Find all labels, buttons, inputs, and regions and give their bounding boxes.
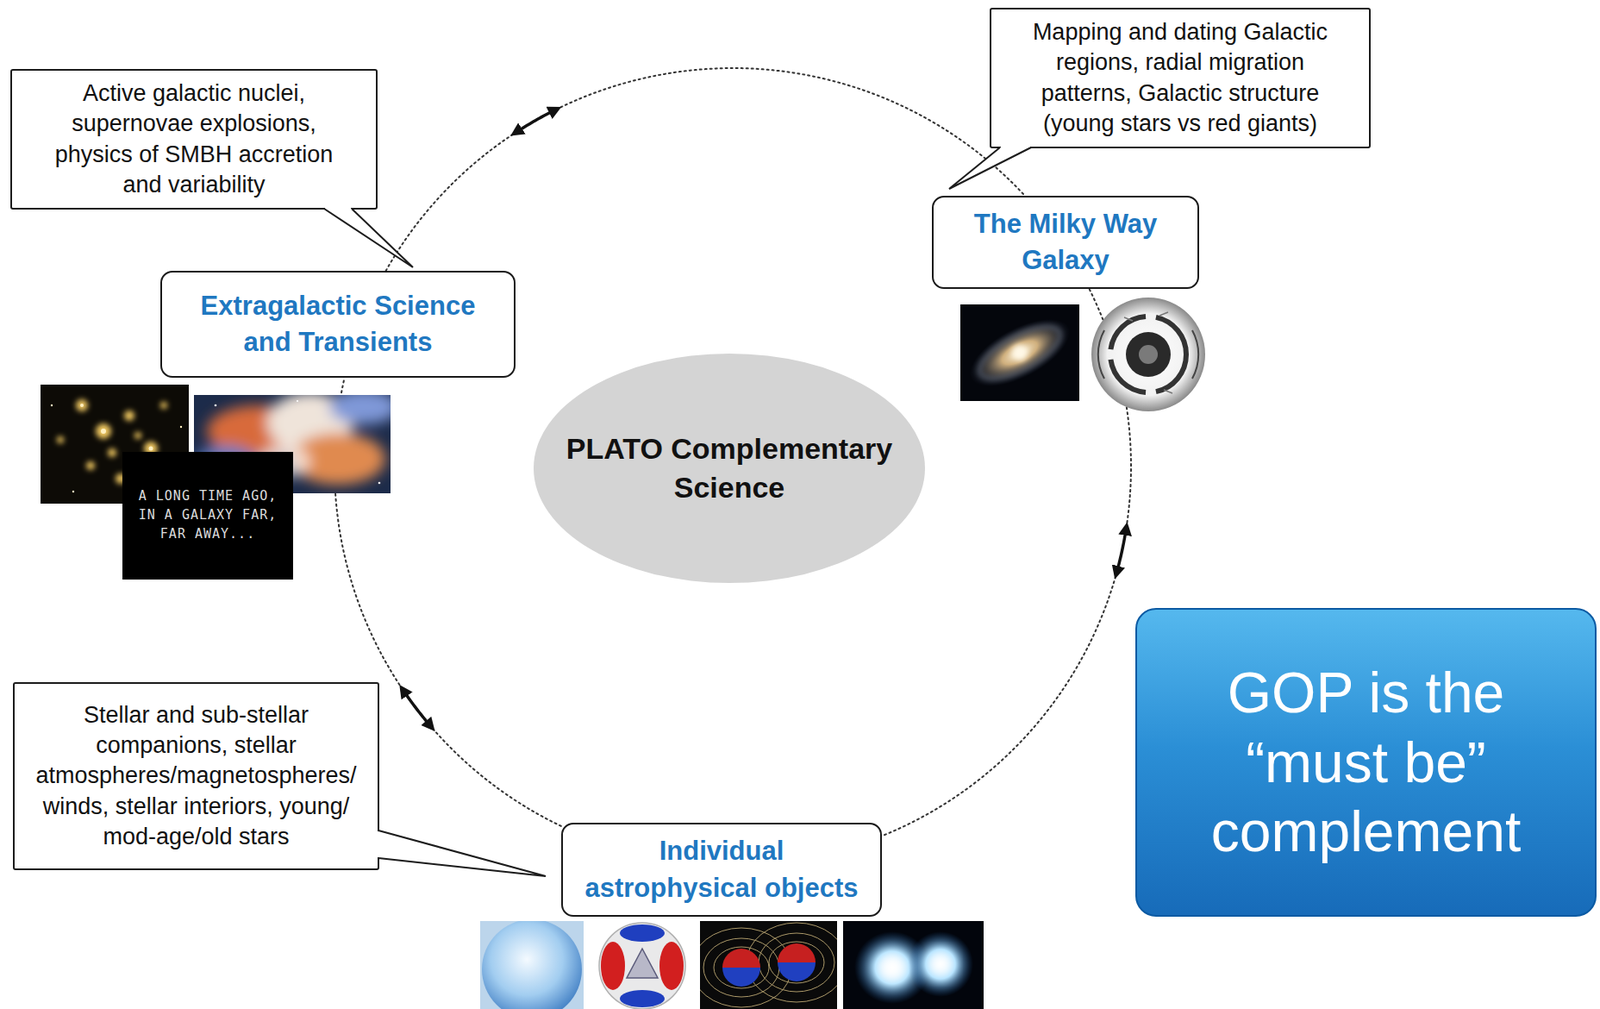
galaxy-structure-diagram — [1110, 316, 1187, 393]
callout-tail — [1000, 145, 1031, 149]
callout-text: Active galactic nuclei, supernovae explo… — [43, 78, 345, 200]
callout-tail — [325, 206, 351, 210]
galaxy-cluster-photo — [75, 399, 88, 412]
galaxy-cluster-photo — [72, 490, 75, 493]
spiral-galaxy-photo — [960, 305, 1080, 400]
central-title: PLATO Complementary Science — [539, 429, 919, 507]
galaxy-cluster-photo — [149, 446, 154, 451]
galaxy-cluster-photo — [160, 401, 168, 409]
oscillation-mode-sphere — [599, 922, 686, 1009]
binary-star-image — [843, 920, 984, 1009]
magnetosphere-image — [700, 922, 838, 1007]
topic-box: Individual astrophysical objects — [561, 822, 882, 917]
callout-box: Stellar and sub-stellar companions, stel… — [12, 681, 380, 870]
magnetosphere-image — [758, 932, 835, 992]
galaxy-structure-diagram — [1138, 344, 1158, 364]
label-holder: A LONG TIME AGO, IN A GALAXY FAR, FAR AW… — [131, 487, 284, 544]
spiral-galaxy-photo — [1012, 344, 1028, 361]
galaxy-cluster-photo — [86, 461, 95, 470]
callout-text: Mapping and dating Galactic regions, rad… — [1020, 17, 1340, 139]
double-arrow — [514, 109, 557, 133]
galaxy-structure-diagram — [1091, 297, 1206, 412]
oscillation-mode-sphere — [619, 989, 665, 1007]
connector-group — [334, 68, 1132, 836]
nebula-photo — [214, 404, 218, 407]
callout-tail — [949, 147, 1032, 189]
callout-tail — [376, 831, 380, 857]
oscillation-mode-sphere — [593, 920, 690, 1009]
callout-tail — [324, 208, 413, 268]
highlight-box: GOP is the “must be” complement — [1135, 607, 1597, 917]
galaxy-structure-diagram — [1091, 297, 1206, 412]
topic-box: The Milky Way Galaxy — [931, 195, 1200, 289]
binary-star-image — [878, 953, 907, 982]
blue-star-image — [481, 920, 582, 1009]
callout-tail — [378, 830, 546, 876]
ellipse-shape — [533, 353, 925, 583]
galaxy-structure-diagram — [1124, 312, 1173, 394]
callout-tail — [949, 147, 1032, 189]
highlight-text: GOP is the “must be” complement — [1185, 657, 1548, 867]
dotted-arc — [882, 289, 1132, 837]
oscillation-mode-sphere — [600, 941, 625, 990]
spiral-galaxy-photo — [972, 316, 1069, 389]
galaxy-cluster-photo — [80, 403, 84, 407]
callout-box: Active galactic nuclei, supernovae explo… — [10, 68, 378, 210]
double-arrow — [1116, 526, 1127, 574]
magnetosphere-image — [768, 941, 825, 983]
image-caption-text: A LONG TIME AGO, IN A GALAXY FAR, FAR AW… — [131, 487, 284, 544]
galaxy-cluster-photo — [56, 436, 64, 444]
magnetosphere-image — [700, 920, 838, 1009]
galaxy-structure-diagram — [1192, 330, 1199, 379]
cycle-connector — [386, 68, 1025, 271]
binary-star-image — [929, 952, 952, 975]
binary-star-image — [843, 920, 984, 1009]
galaxy-cluster-photo — [134, 431, 142, 439]
binary-star-image — [907, 931, 974, 997]
galaxy-structure-diagram — [1125, 331, 1171, 377]
galaxy-structure-diagram — [1098, 330, 1105, 379]
galaxy-cluster-photo — [124, 410, 135, 421]
oscillation-mode-sphere — [626, 948, 658, 978]
double-arrow — [402, 688, 432, 727]
topic-title: The Milky Way Galaxy — [949, 206, 1182, 280]
topic-title: Extragalactic Science and Transients — [187, 287, 489, 362]
magnetosphere-image — [703, 937, 780, 997]
galaxy-cluster-photo — [107, 448, 117, 457]
topic-title: Individual astrophysical objects — [577, 832, 867, 907]
blue-star-image — [480, 920, 584, 1009]
callout-text: Stellar and sub-stellar companions, stel… — [32, 700, 361, 853]
galaxy-cluster-photo — [95, 423, 112, 439]
callout-tail — [378, 830, 546, 876]
cycle-connector — [882, 289, 1132, 837]
ellipse-shape — [532, 352, 926, 584]
magnetosphere-image — [722, 967, 761, 987]
spiral-galaxy-photo — [960, 304, 1080, 401]
callout-box: Mapping and dating Galactic regions, rad… — [989, 7, 1371, 149]
galaxy-cluster-photo — [50, 404, 53, 407]
magnetosphere-image — [777, 943, 816, 963]
callout-tail — [324, 208, 413, 268]
nebula-photo — [329, 394, 391, 425]
spiral-galaxy-photo — [960, 304, 1080, 401]
oscillation-mode-sphere — [593, 920, 690, 1009]
nebula-photo — [296, 400, 299, 402]
dotted-arc — [386, 68, 1025, 271]
oscillation-mode-sphere — [619, 924, 665, 942]
galaxy-cluster-photo — [100, 428, 107, 434]
magnetosphere-image — [746, 922, 838, 1002]
central-ellipse: PLATO Complementary Science — [532, 352, 926, 584]
oscillation-mode-sphere — [659, 941, 684, 990]
magnetosphere-image — [777, 962, 816, 982]
magnetosphere-image — [722, 948, 761, 968]
galaxy-cluster-photo — [180, 425, 182, 428]
nebula-photo — [378, 481, 382, 485]
title-crawl-panel — [122, 451, 294, 580]
magnetosphere-image — [700, 927, 792, 1007]
topic-box: Extragalactic Science and Transients — [160, 270, 516, 378]
